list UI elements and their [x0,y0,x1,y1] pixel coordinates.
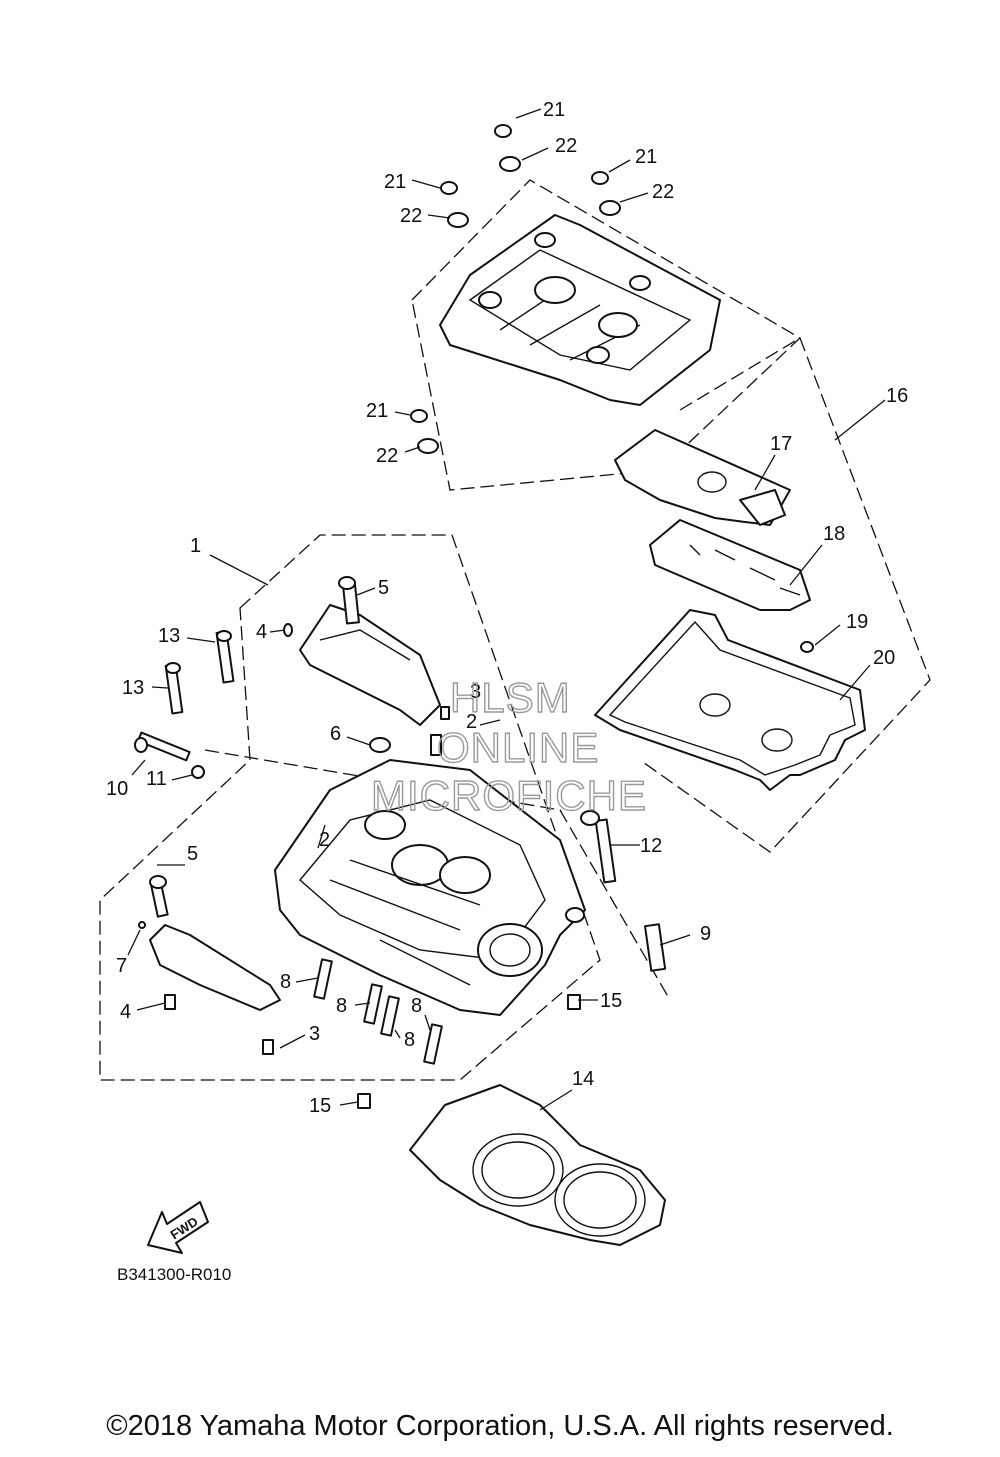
callout-13: 13 [122,677,144,699]
studs [313,958,443,1065]
watermark-line-1: HLSM [450,674,571,721]
callout-22: 22 [400,205,422,227]
copyright-footer: ©2018 Yamaha Motor Corporation, U.S.A. A… [106,1410,894,1442]
cylinder-head [274,759,586,1016]
callout-8: 8 [336,995,347,1017]
gasket-18 [649,519,811,611]
cover-gasket-group-boundary [639,337,931,853]
callout-21: 21 [635,146,657,168]
cylinder-head-cover [439,214,721,406]
callout-22: 22 [376,445,398,467]
callout-10: 10 [106,778,128,800]
head-detail-boundary [204,749,671,1001]
callout-12: 12 [640,835,662,857]
assembly-boundaries [99,179,931,1081]
callout-5: 5 [378,577,389,599]
callout-6: 6 [330,723,341,745]
watermark-line-3: MICROFICHE [371,772,647,819]
watermark: HLSM ONLINE MICROFICHE [370,673,647,819]
callout-22: 22 [555,135,577,157]
callout-13: 13 [158,625,180,647]
callout-21: 21 [366,400,388,422]
cover-gaskets [614,429,814,653]
callout-4: 4 [256,621,267,643]
leader-lines [127,108,886,1111]
callout-3: 3 [309,1023,320,1045]
callout-16: 16 [886,385,908,407]
callout-7: 7 [116,955,127,977]
misc-fasteners [357,810,667,1109]
callout-15: 15 [309,1095,331,1117]
cover-bolts-and-washers [410,124,621,454]
callout-9: 9 [700,923,711,945]
watermark-line-2: ONLINE [437,724,599,771]
callout-2: 2 [466,711,477,733]
camshaft-cap-lower [138,875,281,1055]
head-gasket-14 [409,1084,666,1246]
callout-2: 2 [319,829,330,851]
callout-22: 22 [652,181,674,203]
callout-3: 3 [470,681,481,703]
callout-21: 21 [543,99,565,121]
callout-8: 8 [411,995,422,1017]
callout-20: 20 [873,647,895,669]
callout-19: 19 [846,611,868,633]
cover-group-boundary [411,179,802,491]
callout-17: 17 [770,433,792,455]
callout-15: 15 [600,990,622,1012]
callout-4: 4 [120,1001,131,1023]
fwd-arrow-icon: FWD [147,1201,209,1254]
callout-numbers: 21 22 21 22 21 22 21 22 16 17 18 19 20 1… [106,99,908,1117]
callout-8: 8 [280,971,291,993]
callout-5: 5 [187,843,198,865]
callout-18: 18 [823,523,845,545]
callout-1: 1 [190,535,201,557]
diagram-code: B341300-R010 [117,1265,231,1284]
callout-14: 14 [572,1068,594,1090]
camshaft-cap-upper [283,576,441,726]
callout-21: 21 [384,171,406,193]
cylinder-head-group-boundary [99,534,601,1081]
cover-gasket-20 [594,609,866,791]
callout-8: 8 [404,1029,415,1051]
callout-11: 11 [146,768,167,790]
